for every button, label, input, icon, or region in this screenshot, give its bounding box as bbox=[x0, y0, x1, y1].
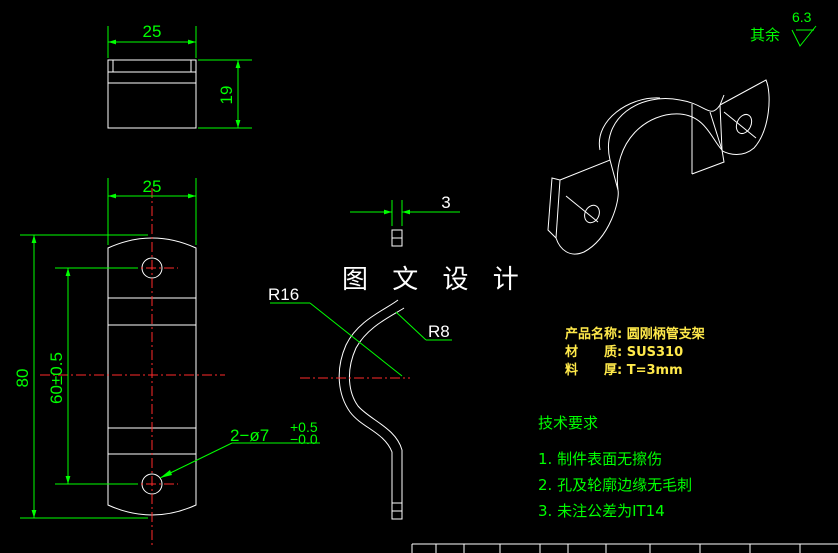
isometric-view bbox=[547, 79, 770, 255]
iso-left-tab bbox=[555, 159, 619, 255]
watermark-text: 图 文 设 计 bbox=[342, 265, 527, 295]
hole-callout: 2−ø7 bbox=[230, 426, 269, 445]
top-width-dim: 25 bbox=[143, 22, 162, 41]
iso-right-hole bbox=[735, 113, 753, 135]
overall-height-dim: 80 bbox=[13, 369, 32, 388]
iso-right-tab bbox=[719, 79, 770, 155]
roughness-triangle-icon bbox=[791, 25, 817, 47]
front-width-dim: 25 bbox=[143, 177, 162, 196]
requirement-item: 2. 孔及轮廓边缘无毛刺 bbox=[538, 476, 692, 494]
thickness-dim: 3 bbox=[441, 193, 450, 212]
hole-tol-upper: +0.5 bbox=[290, 419, 318, 435]
front-view-outline bbox=[107, 237, 197, 516]
iso-left-hole bbox=[584, 204, 600, 224]
hole-tol-lower: −0.0 bbox=[290, 431, 318, 447]
top-view: 25 19 bbox=[107, 22, 252, 129]
iso-arch-bottom bbox=[616, 113, 723, 191]
roughness-value: 6.3 bbox=[792, 9, 812, 25]
requirement-item: 1. 制件表面无擦伤 bbox=[538, 450, 662, 468]
side-profile-inner bbox=[349, 307, 405, 503]
radius-large-label: R16 bbox=[268, 285, 299, 304]
product-name: 产品名称: 圆刚柄管支架 bbox=[565, 326, 705, 342]
iso-arch-top bbox=[608, 94, 725, 161]
side-view: 3 R16 R8 bbox=[268, 193, 460, 520]
requirements-title: 技术要求 bbox=[538, 414, 598, 432]
roughness-label: 其余 bbox=[750, 26, 780, 44]
side-profile-outer bbox=[338, 299, 399, 503]
radius-small-label: R8 bbox=[428, 322, 450, 341]
product-thickness: 料 厚: T=3mm bbox=[565, 362, 683, 378]
technical-requirements: 技术要求 1. 制件表面无擦伤 2. 孔及轮廓边缘无毛刺 3. 未注公差为IT1… bbox=[538, 414, 692, 520]
hole-spacing-dim: 60±0.5 bbox=[47, 352, 66, 404]
product-info: 产品名称: 圆刚柄管支架 材 质: SUS310 料 厚: T=3mm bbox=[565, 326, 705, 378]
requirement-item: 3. 未注公差为IT14 bbox=[538, 502, 665, 520]
product-material: 材 质: SUS310 bbox=[565, 344, 683, 360]
top-height-dim: 19 bbox=[217, 86, 236, 105]
front-view: 25 80 60±0.5 2−ø7 +0.5 −0.0 bbox=[13, 177, 320, 545]
title-block bbox=[411, 543, 838, 553]
roughness-symbol: 其余 6.3 bbox=[750, 9, 817, 47]
top-view-outline bbox=[107, 59, 197, 129]
